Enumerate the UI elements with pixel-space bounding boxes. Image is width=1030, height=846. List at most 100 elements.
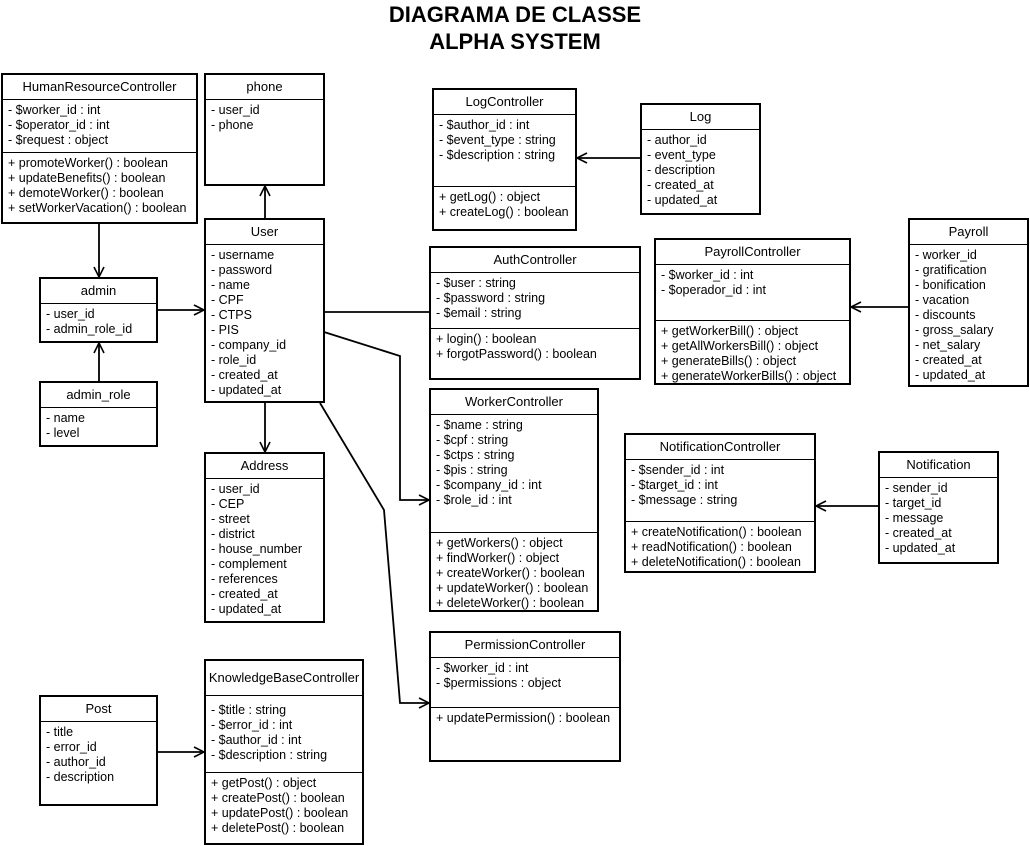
attribute: - $permissions : object — [436, 676, 562, 690]
class-notification: Notification - sender_id - target_id - m… — [878, 451, 999, 564]
attribute: - created_at — [647, 178, 714, 192]
attribute: - $description : string — [439, 148, 556, 162]
method: + createLog() : boolean — [439, 205, 569, 219]
class-name: admin — [41, 279, 156, 304]
attribute: - description — [46, 770, 115, 784]
class-name: phone — [206, 75, 323, 100]
attributes-section: - $worker_id : int - $operator_id : int … — [3, 100, 196, 153]
method: + deleteWorker() : boolean — [436, 596, 585, 610]
attribute: - $sender_id : int — [631, 463, 725, 477]
method: + findWorker() : object — [436, 551, 560, 565]
attribute: - name — [211, 278, 250, 292]
attribute: - $password : string — [436, 291, 546, 305]
attribute: - $description : string — [211, 748, 328, 762]
attribute: - CTPS — [211, 308, 252, 322]
attribute: - $worker_id : int — [436, 661, 529, 675]
attribute: - updated_at — [915, 368, 986, 382]
methods-section: + updatePermission() : boolean — [431, 708, 619, 730]
attributes-section: - $name : string - $cpf : string - $ctps… — [431, 415, 597, 533]
methods-section: + getWorkerBill() : object + getAllWorke… — [656, 321, 849, 388]
class-admin-role: admin_role - name - level — [39, 381, 158, 447]
attribute: - $operator_id : int — [8, 118, 110, 132]
attribute: - net_salary — [915, 338, 981, 352]
attribute: - $target_id : int — [631, 478, 718, 492]
class-name: LogController — [434, 90, 575, 115]
attribute: - house_number — [211, 542, 303, 556]
attribute: - role_id — [211, 353, 257, 367]
class-name: PermissionController — [431, 633, 619, 658]
class-log-controller: LogController - $author_id : int - $even… — [432, 88, 577, 231]
attribute: - worker_id — [915, 248, 977, 262]
diagram-title-line-2: ALPHA SYSTEM — [429, 29, 601, 54]
method: + readNotification() : boolean — [631, 540, 792, 554]
attributes-section: - username - password - name - CPF - CTP… — [206, 245, 323, 402]
attribute: - street — [211, 512, 250, 526]
class-payroll-controller: PayrollController - $worker_id : int - $… — [654, 238, 851, 385]
class-name: AuthController — [431, 248, 639, 273]
attribute: - bonification — [915, 278, 986, 292]
attribute: - $worker_id : int — [8, 103, 101, 117]
attribute: - created_at — [211, 368, 278, 382]
class-post: Post - title - error_id - author_id - de… — [39, 695, 158, 806]
method: + setWorkerVacation() : boolean — [8, 201, 187, 215]
class-name: Log — [642, 105, 759, 130]
attribute: - $user : string — [436, 276, 516, 290]
attribute: - gross_salary — [915, 323, 994, 337]
attribute: - CPF — [211, 293, 244, 307]
attribute: - $pis : string — [436, 463, 508, 477]
method: + createWorker() : boolean — [436, 566, 585, 580]
attribute: - $author_id : int — [211, 733, 302, 747]
attributes-section: - title - error_id - author_id - descrip… — [41, 722, 156, 789]
attribute: - $author_id : int — [439, 118, 530, 132]
attribute: - event_type — [647, 148, 716, 162]
attribute: - level — [46, 426, 80, 440]
attribute: - password — [211, 263, 273, 277]
class-address: Address - user_id - CEP - street - distr… — [204, 452, 325, 623]
methods-section: + createNotification() : boolean + readN… — [626, 522, 814, 574]
attributes-section: - $sender_id : int - $target_id : int - … — [626, 460, 814, 522]
attribute: - target_id — [885, 496, 942, 510]
attribute: - $event_type : string — [439, 133, 556, 147]
attribute: - $company_id : int — [436, 478, 542, 492]
method: + generateBills() : object — [661, 354, 797, 368]
class-name: KnowledgeBaseController — [206, 661, 362, 696]
method: + createPost() : boolean — [211, 791, 345, 805]
attribute: - gratification — [915, 263, 987, 277]
attribute: - district — [211, 527, 255, 541]
attribute: - created_at — [885, 526, 952, 540]
class-human-resource-controller: HumanResourceController - $worker_id : i… — [1, 73, 198, 224]
attribute: - author_id — [46, 755, 106, 769]
attribute: - created_at — [915, 353, 982, 367]
attribute: - phone — [211, 118, 254, 132]
attribute: - sender_id — [885, 481, 948, 495]
methods-section: + login() : boolean + forgotPassword() :… — [431, 329, 639, 366]
class-permission-controller: PermissionController - $worker_id : int … — [429, 631, 621, 762]
method: + promoteWorker() : boolean — [8, 156, 168, 170]
attributes-section: - user_id - admin_role_id — [41, 304, 156, 341]
method: + login() : boolean — [436, 332, 537, 346]
attribute: - vacation — [915, 293, 970, 307]
methods-section: + getPost() : object + createPost() : bo… — [206, 773, 362, 840]
method: + getAllWorkersBill() : object — [661, 339, 819, 353]
method: + deleteNotification() : boolean — [631, 555, 801, 569]
method: + generateWorkerBills() : object — [661, 369, 837, 383]
class-name: WorkerController — [431, 390, 597, 415]
class-worker-controller: WorkerController - $name : string - $cpf… — [429, 388, 599, 612]
attributes-section: - user_id - CEP - street - district - ho… — [206, 479, 323, 621]
edge-user-to-worker — [323, 331, 429, 500]
method: + updateBenefits() : boolean — [8, 171, 166, 185]
attribute: - discounts — [915, 308, 976, 322]
attributes-section: - $user : string - $password : string - … — [431, 273, 639, 329]
attributes-section: - user_id - phone — [206, 100, 323, 137]
attribute: - description — [647, 163, 716, 177]
attribute: - $email : string — [436, 306, 522, 320]
method: + deletePost() : boolean — [211, 821, 345, 835]
attribute: - error_id — [46, 740, 97, 754]
method: + createNotification() : boolean — [631, 525, 802, 539]
class-name: Address — [206, 454, 323, 479]
attribute: - company_id — [211, 338, 287, 352]
attribute: - $message : string — [631, 493, 738, 507]
attribute: - $role_id : int — [436, 493, 512, 507]
attribute: - complement — [211, 557, 287, 571]
attribute: - updated_at — [885, 541, 956, 555]
